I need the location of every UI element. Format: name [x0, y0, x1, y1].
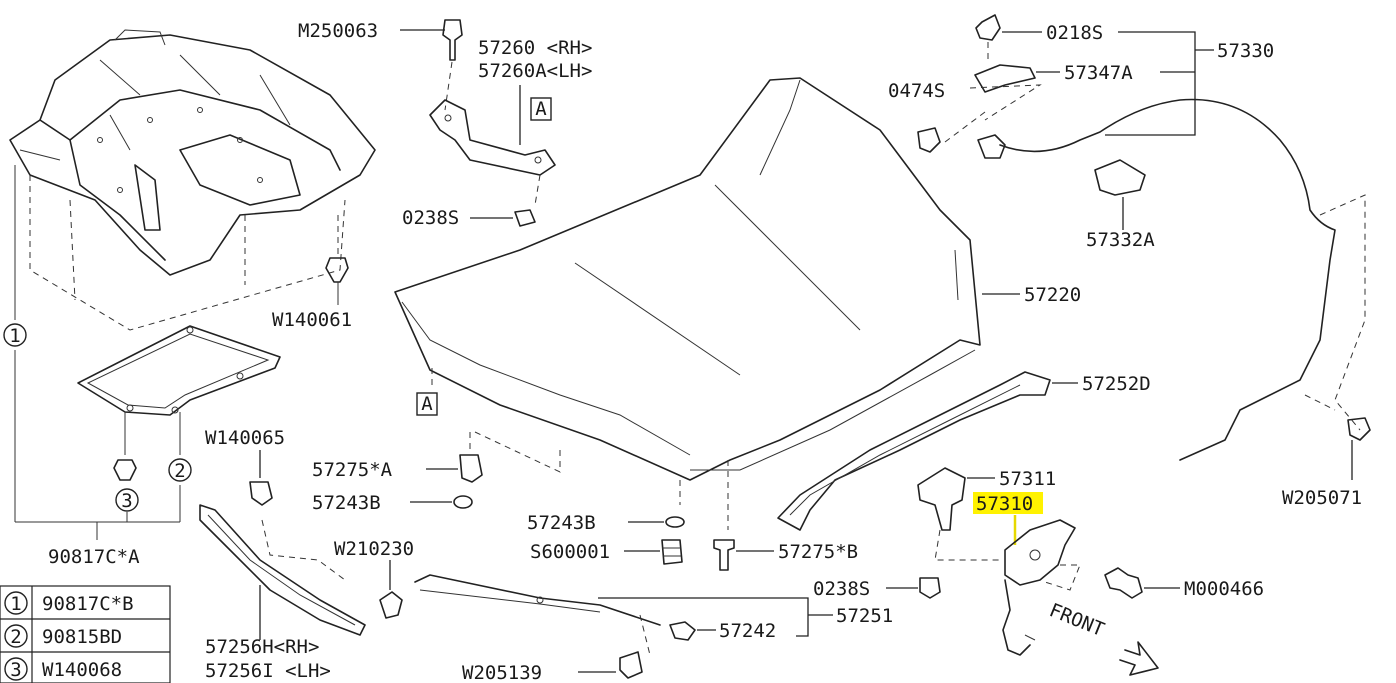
label-w140061: W140061 — [272, 309, 352, 331]
callout-3 — [115, 488, 139, 512]
legend-num-2: 2 — [10, 626, 21, 648]
label-90817c-a: 90817C*A — [48, 546, 140, 568]
label-57243b-left: 57243B — [312, 492, 381, 514]
label-57251: 57251 — [836, 605, 893, 627]
label-57332a: 57332A — [1086, 229, 1155, 251]
label-57243b-mid: 57243B — [527, 512, 596, 534]
label-w140065: W140065 — [205, 427, 285, 449]
callout-2 — [168, 458, 192, 482]
label-m000466: M000466 — [1184, 578, 1264, 600]
hood-latch-bracket — [886, 467, 1000, 599]
callout-2-text: 2 — [174, 460, 185, 482]
label-w205071: W205071 — [1282, 487, 1362, 509]
hood-seal — [777, 371, 1078, 531]
bumper-57275b — [713, 539, 774, 571]
legend-part-1: 90817C*B — [42, 593, 134, 615]
release-handle-assembly — [917, 14, 1336, 461]
label-w210230: W210230 — [334, 538, 414, 560]
hood-hinge — [400, 19, 556, 227]
front-text: FRONT — [1046, 599, 1107, 641]
label-57252d: 57252D — [1082, 373, 1151, 395]
callout-3-text: 3 — [121, 490, 132, 512]
label-57256h-rh: 57256H<RH> — [205, 636, 319, 658]
label-57260-rh: 57260 <RH> — [478, 37, 592, 59]
ref-box-a-top — [530, 97, 552, 121]
legend-table: 1 90817C*B 2 90815BD 3 W140068 — [0, 585, 171, 683]
label-0238s-top: 0238S — [402, 207, 459, 229]
ref-a-top-text: A — [535, 98, 547, 120]
bumper-57275a — [426, 432, 483, 483]
label-w205139: W205139 — [462, 662, 542, 683]
stopper-s600001 — [624, 539, 683, 565]
bolt-m000466 — [1104, 567, 1180, 599]
pad-57243b-left — [410, 495, 473, 509]
callout-1 — [3, 323, 27, 347]
label-57275-a: 57275*A — [312, 459, 393, 481]
legend-part-3: W140068 — [42, 659, 122, 681]
side-seal-57256 — [199, 450, 366, 640]
legend-num-3: 3 — [10, 659, 21, 681]
label-57256i-lh: 57256I <LH> — [205, 660, 331, 682]
label-57310: 57310 — [976, 493, 1033, 515]
label-57220: 57220 — [1024, 284, 1081, 306]
label-57330: 57330 — [1217, 40, 1274, 62]
engine-undercover — [9, 29, 376, 331]
label-57311: 57311 — [999, 468, 1056, 490]
label-0238s-bottom: 0238S — [813, 578, 870, 600]
label-57242: 57242 — [719, 620, 776, 642]
label-s600001: S600001 — [530, 541, 610, 563]
undercover-panel — [77, 325, 281, 416]
legend-num-1: 1 — [10, 593, 21, 615]
ref-box-a-hood — [416, 392, 438, 416]
pad-57243b-mid — [628, 516, 685, 528]
label-57275-b: 57275*B — [778, 541, 858, 563]
hood-stay-rod — [379, 560, 833, 679]
clip-w140068 — [113, 412, 137, 481]
label-0474s: 0474S — [888, 80, 945, 102]
cable-clip-w205071 — [1304, 194, 1371, 480]
label-57347a: 57347A — [1064, 62, 1133, 84]
legend-part-2: 90815BD — [42, 626, 122, 648]
clip-w140061 — [325, 215, 349, 305]
ref-a-hood-text: A — [421, 393, 433, 415]
front-arrow: FRONT — [1046, 599, 1159, 676]
callout-1-text: 1 — [9, 325, 20, 347]
hood-panel — [394, 77, 1020, 530]
label-57260a-lh: 57260A<LH> — [478, 60, 592, 82]
highlight-57310 — [973, 492, 1043, 514]
label-0218s: 0218S — [1046, 22, 1103, 44]
hood-latch — [1002, 519, 1081, 656]
label-m250063: M250063 — [298, 20, 378, 42]
